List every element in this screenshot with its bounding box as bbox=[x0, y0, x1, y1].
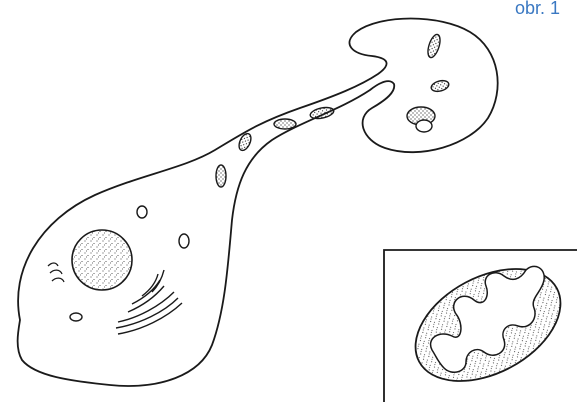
vesicle bbox=[137, 206, 147, 218]
vesicle bbox=[70, 313, 82, 321]
nucleus bbox=[72, 230, 132, 290]
mitochondrion-inset bbox=[384, 246, 577, 402]
vesicle bbox=[179, 234, 189, 248]
mitochondria-terminal bbox=[407, 33, 450, 132]
golgi-apparatus bbox=[116, 270, 182, 334]
endoplasmic-reticulum bbox=[48, 263, 64, 282]
